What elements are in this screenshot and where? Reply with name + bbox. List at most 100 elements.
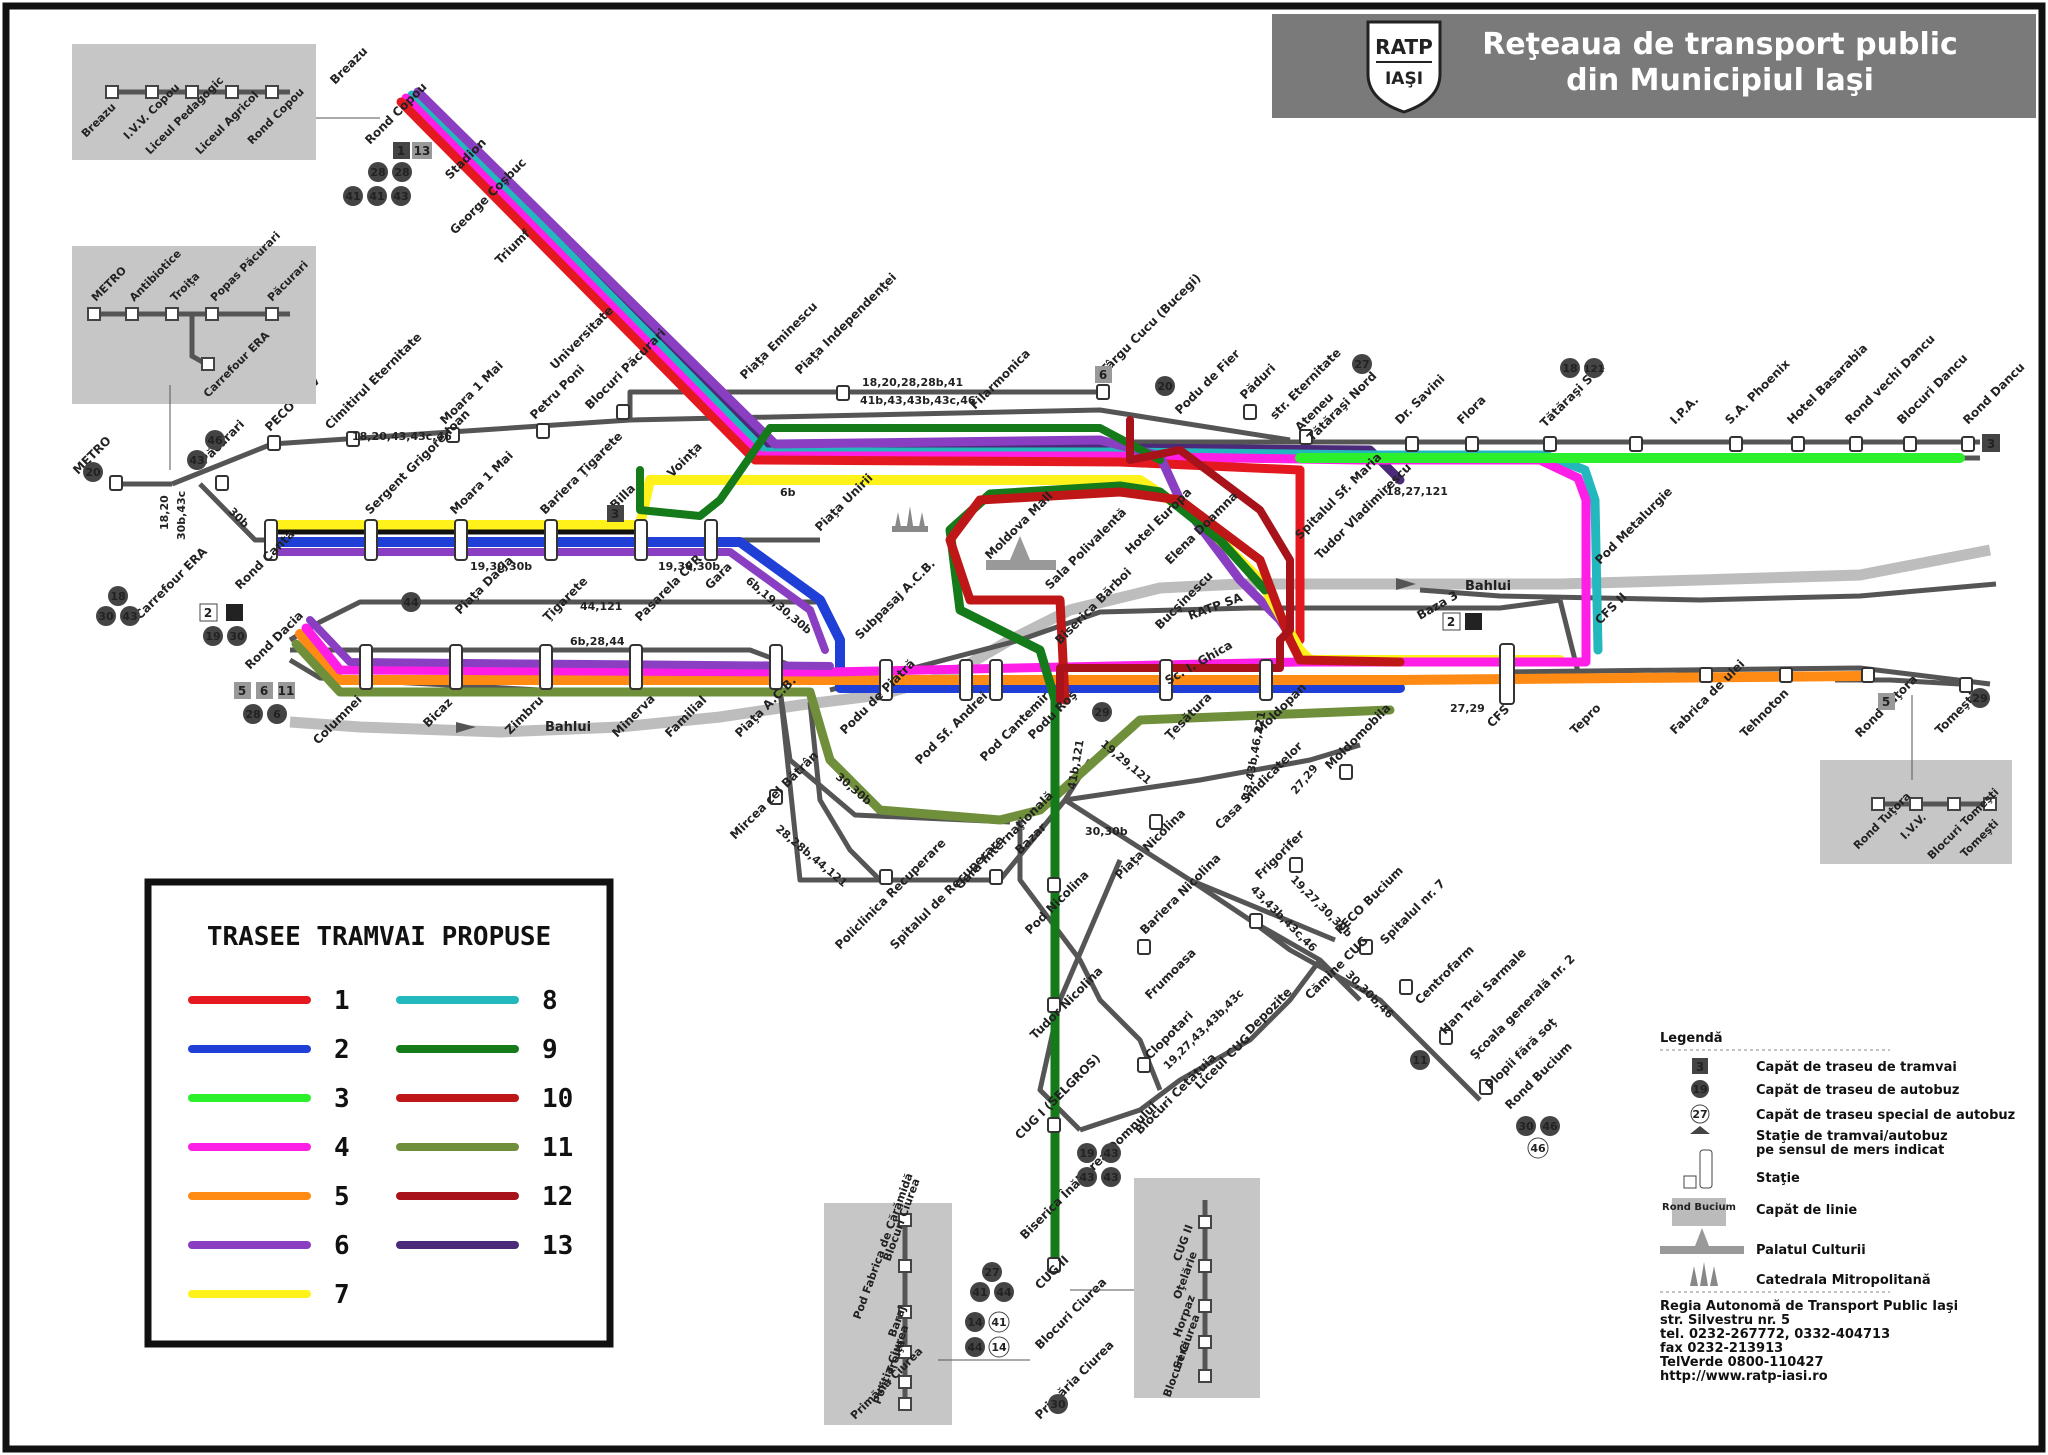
proposed-route-11: 11 bbox=[396, 1133, 573, 1163]
tram-badge: 2 bbox=[199, 603, 218, 622]
proposed-route-number: 6 bbox=[334, 1231, 350, 1261]
proposed-route-number: 2 bbox=[334, 1035, 350, 1065]
company-fax: fax 0232-213913 bbox=[1660, 1341, 1783, 1356]
svg-text:7: 7 bbox=[1469, 615, 1477, 629]
svg-text:20: 20 bbox=[1157, 380, 1173, 393]
legend-label: pe sensul de mers indicat bbox=[1756, 1143, 1944, 1158]
tram-badge: 7 bbox=[226, 604, 243, 621]
svg-text:28: 28 bbox=[370, 166, 385, 179]
river-label-west: Bahlui bbox=[545, 720, 591, 735]
svg-text:29: 29 bbox=[1094, 706, 1109, 719]
bus-badge: 18 bbox=[1560, 358, 1580, 378]
svg-text:43: 43 bbox=[1103, 1171, 1118, 1184]
svg-text:28: 28 bbox=[394, 166, 409, 179]
bus-badge: 30 bbox=[1048, 1394, 1068, 1414]
bus-badge: 41 bbox=[343, 186, 363, 206]
svg-text:3: 3 bbox=[1987, 437, 1995, 451]
tram-lines bbox=[270, 87, 1965, 1265]
svg-text:44: 44 bbox=[403, 596, 419, 609]
proposed-route-7: 7 bbox=[188, 1280, 350, 1310]
legend-palatul-culturii-icon bbox=[1660, 1228, 1744, 1254]
palatul-culturii-icon bbox=[986, 536, 1056, 570]
legend-label: Capăt de traseu de autobuz bbox=[1756, 1083, 1959, 1098]
svg-text:43: 43 bbox=[189, 454, 204, 467]
svg-text:41: 41 bbox=[345, 190, 360, 203]
svg-text:27: 27 bbox=[1354, 358, 1369, 371]
bus-badge: 29 bbox=[1092, 702, 1112, 722]
bus-badge: 43 bbox=[1077, 1167, 1097, 1187]
station-markers bbox=[109, 384, 1975, 1273]
bus-badge: 44 bbox=[965, 1337, 985, 1357]
logo-text-top: RATP bbox=[1375, 35, 1433, 59]
svg-text:41: 41 bbox=[972, 1286, 987, 1299]
legend-catedrala-icon bbox=[1690, 1262, 1718, 1286]
tram-badge: 1 bbox=[393, 142, 410, 159]
proposed-route-6: 6 bbox=[188, 1231, 350, 1261]
svg-text:6: 6 bbox=[260, 684, 268, 698]
bus-badge: 14 bbox=[988, 1336, 1010, 1358]
bus-badge: 6 bbox=[267, 704, 287, 724]
bus-badge: 19 bbox=[203, 626, 223, 646]
bus-badge: 41 bbox=[988, 1311, 1010, 1333]
svg-text:6: 6 bbox=[1099, 368, 1107, 382]
legend-symbol-tram-terminus: 3 bbox=[1692, 1058, 1708, 1074]
bus-badge: 19 bbox=[1077, 1143, 1097, 1163]
proposed-route-number: 8 bbox=[542, 986, 558, 1016]
svg-text:2: 2 bbox=[1447, 615, 1455, 629]
bus-badge: 43 bbox=[187, 450, 207, 470]
bus-badge: 18 bbox=[108, 586, 128, 606]
svg-text:11: 11 bbox=[1412, 1054, 1427, 1067]
svg-text:14: 14 bbox=[967, 1316, 983, 1329]
proposed-route-number: 7 bbox=[334, 1280, 350, 1310]
bus-badge: 14 bbox=[965, 1312, 985, 1332]
inset-copou: Breazu I.V.V. Copou Liceul Pedagogic Lic… bbox=[72, 44, 380, 160]
legend-symbol-directional-stop-icon bbox=[1690, 1126, 1710, 1134]
proposed-route-10: 10 bbox=[396, 1084, 573, 1114]
legend-symbol-bus-terminus: 19 bbox=[1691, 1080, 1709, 1098]
bus-badge: 43 bbox=[120, 606, 140, 626]
route-label-2: 18,20,43,43c,46 bbox=[352, 430, 452, 443]
legend-label: Catedrala Mitropolitană bbox=[1756, 1273, 1931, 1288]
proposed-route-number: 11 bbox=[542, 1133, 573, 1163]
logo-text-bottom: IAŞI bbox=[1385, 69, 1423, 89]
tram-line-5 bbox=[295, 629, 1865, 685]
svg-text:13: 13 bbox=[414, 144, 431, 158]
company-address: str. Silvestru nr. 5 bbox=[1660, 1313, 1790, 1328]
route-label-14: 27,29 bbox=[1450, 702, 1485, 715]
proposed-route-1: 1 bbox=[188, 986, 350, 1016]
svg-text:5: 5 bbox=[238, 684, 246, 698]
route-label-21: 18,20 bbox=[158, 495, 171, 530]
tram-badge: 11 bbox=[278, 682, 295, 699]
proposed-routes-title: TRASEE TRAMVAI PROPUSE bbox=[207, 922, 551, 952]
svg-text:27: 27 bbox=[984, 1266, 999, 1279]
svg-text:2: 2 bbox=[204, 606, 212, 620]
bus-badge: 30 bbox=[1516, 1116, 1536, 1136]
map-title-line1: Reţeaua de transport public bbox=[1482, 27, 1958, 62]
route-label-0: 18,20,28,28b,41 bbox=[862, 376, 963, 389]
proposed-route-number: 1 bbox=[334, 986, 350, 1016]
proposed-route-8: 8 bbox=[396, 986, 558, 1016]
svg-text:30: 30 bbox=[229, 630, 245, 643]
svg-text:121: 121 bbox=[1584, 364, 1605, 375]
company-name: Regia Autonomă de Transport Public Iaşi bbox=[1660, 1299, 1958, 1314]
svg-text:3: 3 bbox=[1696, 1060, 1704, 1074]
tram-line-2 bbox=[270, 537, 1405, 693]
inset-cug: CUG II Oţelărie Horpaz Sere Blocuri Ciur… bbox=[1070, 1178, 1260, 1399]
bus-badge: 20 bbox=[1155, 376, 1175, 396]
bus-badge: 43 bbox=[1101, 1167, 1121, 1187]
bus-badge: 44 bbox=[994, 1282, 1014, 1302]
proposed-route-number: 13 bbox=[542, 1231, 573, 1261]
route-label-7: 44,121 bbox=[580, 600, 622, 613]
bus-badge: 46 bbox=[1540, 1116, 1560, 1136]
inset-pacurari: METRO Antibiotice Troiţa Popas Păcurari … bbox=[72, 229, 316, 470]
tram-badge: 3 bbox=[607, 505, 624, 522]
svg-text:Rond Bucium: Rond Bucium bbox=[1662, 1202, 1736, 1213]
company-website: http://www.ratp-iasi.ro bbox=[1660, 1369, 1828, 1384]
company-phone: tel. 0232-267772, 0332-404713 bbox=[1660, 1327, 1890, 1342]
bus-badge: 41 bbox=[367, 186, 387, 206]
proposed-route-12: 12 bbox=[396, 1182, 573, 1212]
proposed-route-number: 12 bbox=[542, 1182, 573, 1212]
svg-text:19: 19 bbox=[1692, 1083, 1707, 1096]
